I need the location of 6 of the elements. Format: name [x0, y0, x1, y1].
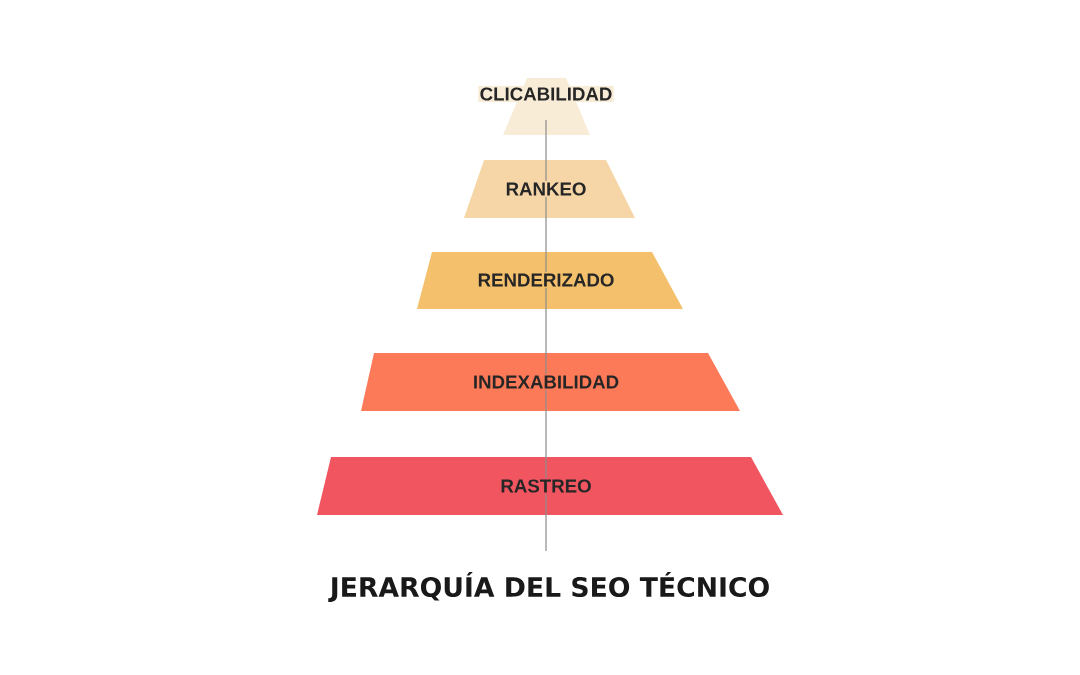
pyramid-level: RENDERIZADO	[417, 251, 683, 310]
pyramid-level: RANKEO	[464, 159, 635, 219]
pyramid-level: INDEXABILIDAD	[361, 352, 740, 412]
pyramid-level: RASTREO	[317, 456, 783, 516]
title: JERARQUÍA DEL SEO TÉCNICO	[328, 572, 769, 603]
pyramid-level: CLICABILIDAD	[478, 78, 614, 136]
